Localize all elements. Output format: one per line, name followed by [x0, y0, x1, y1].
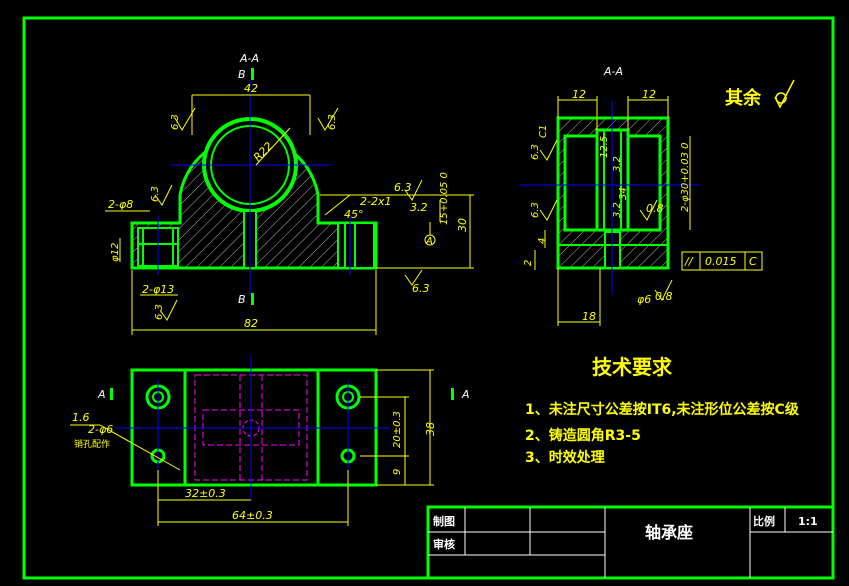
- side-dim-phi6: φ6: [637, 293, 651, 306]
- dim-82: 82: [244, 317, 258, 330]
- side-dim-c1: C1: [538, 125, 549, 138]
- tol-datum: C: [749, 255, 757, 268]
- side-rough-63a: 6.3: [530, 144, 541, 160]
- top-dim-2phi6: 2-φ6: [88, 423, 113, 436]
- top-view: [70, 355, 454, 526]
- rough-63-right-mid: 6.3: [394, 181, 412, 194]
- notes-item-2: 2、铸造圆角R3-5: [525, 427, 641, 444]
- rough-63-left-mid: 6.3: [150, 186, 161, 202]
- side-dim-4: 4: [537, 238, 548, 244]
- dim-2-phi13: 2-φ13: [142, 283, 174, 296]
- front-cut-b-bottom: B: [238, 293, 246, 306]
- tb-scale-value: 1:1: [798, 515, 818, 528]
- top-cut-a-left: A: [97, 388, 106, 401]
- drawing-border: [22, 16, 835, 580]
- dim-30: 30: [456, 218, 469, 232]
- rough-32: 3.2: [410, 201, 428, 214]
- tol-symbol: //: [684, 255, 694, 268]
- front-cut-b-top: B: [238, 68, 246, 81]
- side-dim-phi30: 2-φ30+0.03 0: [680, 143, 691, 212]
- dim-2-2x1: 2-2x1: [360, 195, 391, 208]
- top-dim-32: 32±0.3: [185, 487, 226, 500]
- rough-63-left-top: 6.3: [170, 114, 181, 130]
- dim-phi12: φ12: [110, 243, 121, 262]
- rough-63-bottom-right: 6.3: [412, 282, 430, 295]
- front-view: [105, 68, 474, 335]
- top-dim-20: 20±0.3: [392, 411, 403, 448]
- side-section-label: A-A: [603, 65, 623, 78]
- side-rough-08b: 0.8: [655, 290, 673, 303]
- title-block: [426, 505, 835, 580]
- dim-45deg: 45°: [344, 208, 364, 221]
- side-dim-34: 34: [618, 187, 629, 200]
- tb-drawn-label: 制图: [433, 514, 455, 528]
- side-dim-12-left: 12: [572, 88, 586, 101]
- top-note-pin: 销孔配作: [74, 438, 110, 450]
- datum-a: A: [425, 236, 433, 247]
- side-rough-08a: 0.8: [646, 202, 664, 215]
- front-section-label: A-A: [239, 52, 259, 65]
- side-dim-32b: 3.2: [612, 202, 623, 218]
- side-view: [520, 79, 795, 326]
- rough-63-bottom-left: 6.3: [154, 304, 165, 320]
- side-dim-12-right: 12: [642, 88, 656, 101]
- side-dim-125: 12.5: [599, 136, 610, 158]
- top-cut-a-right: A: [461, 388, 470, 401]
- top-rough-16: 1.6: [72, 411, 90, 424]
- notes-heading: 技术要求: [592, 355, 673, 379]
- side-dim-2: 2: [523, 260, 534, 266]
- top-dim-9: 9: [392, 469, 403, 475]
- tb-part-name: 轴承座: [645, 523, 693, 542]
- side-dim-32: 3.2: [612, 156, 623, 172]
- dim-15: 15+0.05 0: [439, 172, 450, 225]
- tb-checked-label: 审核: [433, 537, 455, 551]
- tol-value: 0.015: [705, 255, 737, 268]
- notes-item-3: 3、时效处理: [525, 449, 605, 466]
- side-dim-18: 18: [582, 310, 596, 323]
- rough-63-right-top: 6.3: [327, 114, 338, 130]
- remaining-roughness-label: 其余: [725, 87, 762, 109]
- dim-42: 42: [244, 82, 258, 95]
- tb-scale-label: 比例: [753, 514, 775, 528]
- side-rough-63b: 6.3: [530, 202, 541, 218]
- top-dim-38: 38: [424, 422, 437, 436]
- top-dim-64: 64±0.3: [232, 509, 273, 522]
- notes-item-1: 1、未注尺寸公差按IT6,未注形位公差按C级: [525, 401, 800, 418]
- dim-2-phi8: 2-φ8: [108, 198, 133, 211]
